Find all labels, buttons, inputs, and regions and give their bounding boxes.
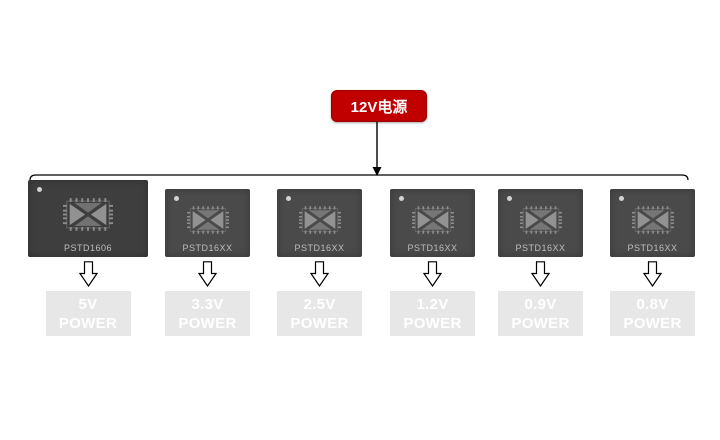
rail-column-3v3: PSTD16XX 3.3V POWER (165, 180, 250, 336)
chip-pstd16xx: PSTD16XX (390, 189, 475, 257)
rail-column-0v8: PSTD16XX 0.8V POWER (610, 180, 695, 336)
chip-label: PSTD16XX (182, 243, 233, 253)
chip-label: PSTD16XX (515, 243, 566, 253)
chip-wrap: PSTD16XX (498, 180, 583, 257)
power-word: POWER (511, 314, 570, 332)
power-voltage: 2.5V (303, 295, 336, 313)
chip-wrap: PSTD1606 (28, 180, 148, 257)
rail-column-1v2: PSTD16XX 1.2V POWER (390, 180, 475, 336)
chip-package-icon (631, 205, 674, 234)
chip-pstd16xx: PSTD16XX (610, 189, 695, 257)
power-word: POWER (290, 314, 349, 332)
chip-wrap: PSTD16XX (390, 180, 475, 257)
chip-pin1-dot-icon (37, 187, 42, 192)
source-12v-label: 12V电源 (350, 98, 408, 116)
chip-wrap: PSTD16XX (165, 180, 250, 257)
power-word: POWER (403, 314, 462, 332)
power-voltage: 0.9V (524, 295, 557, 313)
chip-pstd16xx: PSTD16XX (165, 189, 250, 257)
source-12v-box: 12V电源 (331, 90, 427, 122)
rail-column-5v: PSTD1606 5V POWER (28, 180, 148, 336)
down-arrow-icon (423, 261, 442, 287)
power-output-box-5v: 5V POWER (45, 291, 131, 336)
power-output-box-0v8: 0.8V POWER (610, 291, 695, 336)
chip-pin1-dot-icon (619, 196, 624, 201)
down-arrow-icon (78, 261, 98, 287)
chip-package-icon (519, 205, 562, 234)
rail-column-0v9: PSTD16XX 0.9V POWER (498, 180, 583, 336)
power-output-box-3v3: 3.3V POWER (165, 291, 250, 336)
down-arrow-icon (643, 261, 662, 287)
chip-pin1-dot-icon (286, 196, 291, 201)
power-voltage: 3.3V (191, 295, 224, 313)
chip-pin1-dot-icon (399, 196, 404, 201)
power-output-box-2v5: 2.5V POWER (277, 291, 362, 336)
power-word: POWER (178, 314, 237, 332)
chip-label: PSTD16XX (627, 243, 678, 253)
power-voltage: 0.8V (636, 295, 669, 313)
down-arrow-icon (198, 261, 217, 287)
chip-label: PSTD16XX (294, 243, 345, 253)
chip-wrap: PSTD16XX (610, 180, 695, 257)
chip-pstd1606: PSTD1606 (28, 180, 148, 257)
power-voltage: 1.2V (416, 295, 449, 313)
chip-pin1-dot-icon (174, 196, 179, 201)
chip-pin1-dot-icon (507, 196, 512, 201)
down-arrow-icon (531, 261, 550, 287)
rail-column-2v5: PSTD16XX 2.5V POWER (277, 180, 362, 336)
power-output-box-1v2: 1.2V POWER (390, 291, 475, 336)
chip-pstd16xx: PSTD16XX (498, 189, 583, 257)
power-output-box-0v9: 0.9V POWER (498, 291, 583, 336)
chip-label: PSTD1606 (63, 243, 113, 253)
power-voltage: 5V (78, 295, 98, 313)
chip-package-icon (298, 205, 341, 234)
chip-pstd16xx: PSTD16XX (277, 189, 362, 257)
chip-package-icon (63, 198, 113, 231)
chip-wrap: PSTD16XX (277, 180, 362, 257)
chip-package-icon (186, 205, 229, 234)
chip-label: PSTD16XX (407, 243, 458, 253)
power-word: POWER (623, 314, 682, 332)
power-word: POWER (58, 314, 118, 332)
chip-package-icon (411, 205, 454, 234)
down-arrow-icon (310, 261, 329, 287)
